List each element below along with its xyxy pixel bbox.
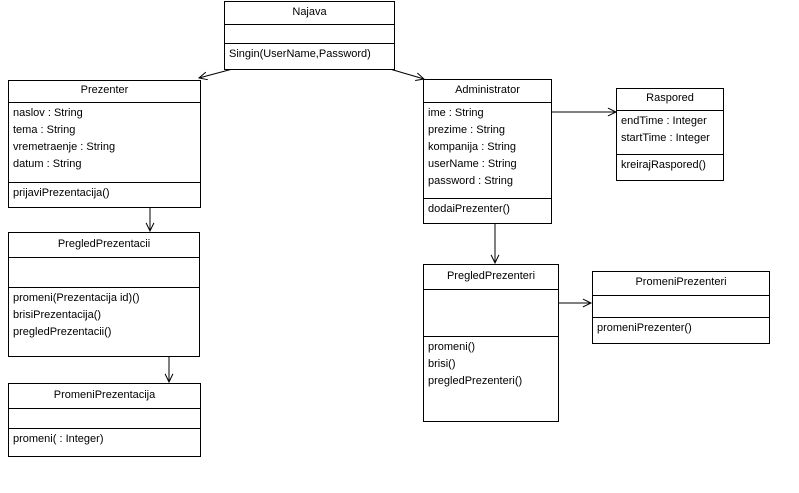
class-raspored[interactable]: Raspored endTime : Integer startTime : Int… <box>616 88 724 181</box>
class-pregledprezentacii[interactable]: PregledPrezentacii promeni(Prezentacija i… <box>8 232 200 357</box>
arrowhead <box>197 71 208 81</box>
attributes-compartment <box>593 296 769 318</box>
class-name: Raspored <box>646 92 694 104</box>
class-name: PregledPrezenteri <box>446 270 536 282</box>
operation: promeni() <box>428 341 476 353</box>
attribute: password : String <box>428 175 513 187</box>
attribute: ime : String <box>428 107 484 119</box>
class-administrator[interactable]: Administrator ime : String prezime : Strin… <box>423 79 552 224</box>
attributes-compartment <box>225 25 394 44</box>
class-promeniprezenteri[interactable]: PromeniPrezenteri promeniPrezenter() <box>592 271 770 344</box>
operation: kreirajRaspored() <box>621 159 706 171</box>
attribute: datum : String <box>13 158 82 170</box>
association-administrator-raspored <box>552 107 618 117</box>
attributes-compartment <box>9 258 199 288</box>
class-name: Administrator <box>455 84 520 96</box>
operation: promeniPrezenter() <box>597 322 692 334</box>
class-name: Najava <box>292 6 327 18</box>
operation: pregledPrezenteri() <box>428 375 523 387</box>
attribute: startTime : Integer <box>621 132 710 144</box>
operation: promeni(Prezentacija id)() <box>13 292 140 304</box>
class-pregledprezenteri[interactable]: PregledPrezenteri promeni() brisi() pregled… <box>423 264 559 422</box>
attributes-compartment: naslov : String tema : String vremetraenje… <box>9 103 200 183</box>
association-administrator-pregledprezenteri <box>490 223 500 265</box>
operations-compartment: promeni() brisi() pregledPrezenteri() <box>424 337 558 421</box>
class-name: Prezenter <box>80 84 129 96</box>
attribute: endTime : Integer <box>621 115 707 127</box>
attribute: tema : String <box>13 124 76 136</box>
attributes-compartment: ime : String prezime : String kompanija : … <box>424 103 551 199</box>
operations-compartment: promeniPrezenter() <box>593 318 769 343</box>
arrowhead <box>145 222 155 233</box>
operation: promeni( : Integer) <box>13 433 104 445</box>
class-name: PromeniPrezenteri <box>635 276 727 288</box>
class-name: PregledPrezentacii <box>57 238 151 250</box>
attribute: naslov : String <box>13 107 83 119</box>
operation: Singin(UserName,Password) <box>229 48 371 60</box>
arrowhead <box>490 254 500 265</box>
operations-compartment: promeni(Prezentacija id)() brisiPrezentac… <box>9 288 199 356</box>
class-prezenter[interactable]: Prezenter naslov : String tema : String vre… <box>8 80 201 208</box>
operation: dodaiPrezenter() <box>428 203 510 215</box>
arrowhead <box>582 298 593 308</box>
operations-compartment: kreirajRaspored() <box>617 155 723 180</box>
class-promeniprezentacija[interactable]: PromeniPrezentacija promeni( : Integer) <box>8 383 201 457</box>
association-prezenter-pregledprezentacii <box>145 204 155 233</box>
attributes-compartment: endTime : Integer startTime : Integer <box>617 111 723 155</box>
operations-compartment: Singin(UserName,Password) <box>225 44 394 69</box>
operation: pregledPrezentacii() <box>13 326 112 338</box>
operation: brisiPrezentacija() <box>13 309 102 321</box>
association-pregledprezentacii-promeniprezentacija <box>164 353 174 384</box>
operations-compartment: dodaiPrezenter() <box>424 199 551 223</box>
attributes-compartment <box>9 409 200 429</box>
arrowhead <box>164 373 174 384</box>
operations-compartment: promeni( : Integer) <box>9 429 200 456</box>
operation: prijaviPrezentacija() <box>13 187 110 199</box>
association-pregledprezenteri-promeniprezenteri <box>559 298 593 308</box>
operation: brisi() <box>428 358 456 370</box>
operations-compartment: prijaviPrezentacija() <box>9 183 200 207</box>
attribute: prezime : String <box>428 124 506 136</box>
attribute: userName : String <box>428 158 517 170</box>
class-name: PromeniPrezentacija <box>53 389 156 401</box>
attribute: kompanija : String <box>428 141 517 153</box>
attributes-compartment <box>424 290 558 337</box>
attribute: vremetraenje : String <box>13 141 116 153</box>
